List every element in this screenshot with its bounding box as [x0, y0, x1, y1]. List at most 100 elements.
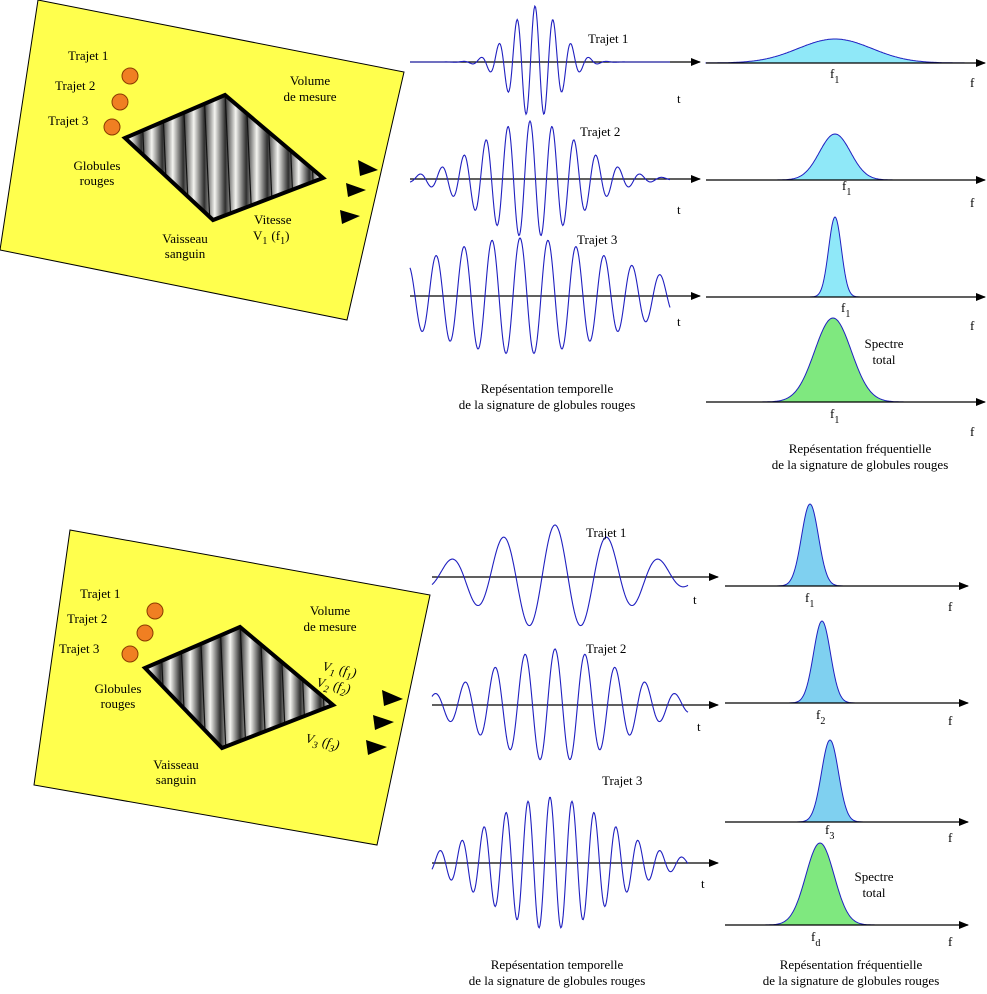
bottom-vaisseau-label-2: sanguin	[156, 772, 197, 787]
top-volume-label: Volume	[290, 73, 330, 88]
top-flow-arrow-2	[346, 183, 366, 197]
top-flow-arrow-1	[358, 160, 378, 176]
top-trace1-title: Trajet 1	[588, 31, 628, 46]
top-f-label-4: f	[970, 424, 975, 439]
bottom-trace2-title: Trajet 2	[586, 641, 626, 656]
bottom-spec2-freq: f2	[816, 707, 825, 727]
vessel-stripe-edge	[219, 627, 227, 748]
bottom-spec-1-hump	[725, 503, 948, 587]
top-cell-2	[111, 93, 129, 111]
vessel-stripe	[220, 627, 241, 748]
top-freq-caption: Repésentation fréquentielle	[789, 441, 932, 456]
bottom-t-label-2: t	[697, 719, 701, 734]
bottom-spec4-freq: fd	[811, 929, 820, 949]
top-spec-2-hump	[706, 133, 965, 181]
bottom-f-label-3: f	[948, 830, 953, 845]
top-spectra	[705, 38, 986, 406]
bottom-time-caption-2: de la signature de globules rouges	[469, 973, 646, 988]
bottom-cell-1	[146, 602, 164, 620]
bottom-time-caption: Repésentation temporelle	[491, 957, 624, 972]
top-time-traces	[409, 4, 701, 355]
top-globules-label: Globules	[74, 158, 121, 173]
bottom-velocity-1: V1(f1)	[321, 658, 358, 684]
bottom-volume-label-2: de mesure	[303, 619, 356, 634]
vessel-stripe-edge	[203, 95, 211, 220]
bottom-f-label-4: f	[948, 934, 953, 949]
bottom-flow-arrow-1	[382, 690, 403, 706]
top-trace2-title: Trajet 2	[580, 124, 620, 139]
bottom-spec-2-hump	[725, 620, 948, 704]
vessel-stripe	[183, 95, 205, 220]
top-f-label-2: f	[970, 195, 975, 210]
top-t-label-3: t	[677, 314, 681, 329]
top-spec4-freq: f1	[830, 406, 839, 426]
bottom-globules-label: Globules	[95, 681, 142, 696]
top-trajet2-label: Trajet 2	[55, 78, 95, 93]
bottom-trajet3-label: Trajet 3	[59, 641, 99, 656]
bottom-velocity-3: V3(f3)	[304, 730, 341, 756]
top-trace-3-signal	[409, 237, 671, 355]
top-f-label-1: f	[970, 75, 975, 90]
top-time-caption: Repésentation temporelle	[481, 381, 614, 396]
bottom-t-label-3: t	[701, 876, 705, 891]
top-vaisseau-label: Vaisseau	[162, 231, 208, 246]
bottom-spec-4-hump	[725, 842, 948, 926]
bottom-freq-caption: Repésentation fréquentielle	[780, 957, 923, 972]
top-spec3-freq: f1	[841, 300, 850, 320]
top-spec-3-hump	[706, 216, 965, 298]
bottom-time-traces	[431, 524, 719, 929]
bottom-trajet2-label: Trajet 2	[67, 611, 107, 626]
bottom-spec3-freq: f3	[825, 822, 834, 842]
vessel-stripe	[200, 627, 221, 748]
vessel-stripe	[240, 627, 261, 748]
top-trajet1-label: Trajet 1	[68, 48, 108, 63]
vessel-stripe-edge	[224, 95, 232, 220]
bottom-section: Trajet 1 Trajet 2 Trajet 3 Volume de mes…	[33, 503, 969, 988]
bottom-spectra	[725, 503, 969, 929]
bottom-cell-3	[121, 645, 139, 663]
top-trajet3-label: Trajet 3	[48, 113, 88, 128]
top-t-label-2: t	[677, 202, 681, 217]
top-freq-caption-2: de la signature de globules rouges	[772, 457, 949, 472]
top-spec2-freq: f1	[842, 178, 851, 198]
bottom-flow-arrow-3	[366, 740, 387, 755]
top-t-label-1: t	[677, 91, 681, 106]
bottom-t-label-1: t	[693, 592, 697, 607]
bottom-f-label-2: f	[948, 713, 953, 728]
vessel-stripe	[204, 95, 226, 220]
top-f-label-3: f	[970, 318, 975, 333]
bottom-trace3-title: Trajet 3	[602, 773, 642, 788]
top-trace-1-signal	[410, 4, 670, 116]
bottom-velocity-2: V2(f2)	[315, 674, 352, 700]
bottom-f-label-1: f	[948, 599, 953, 614]
bottom-spectre-total: Spectre	[855, 869, 894, 884]
bottom-spectre-total-2: total	[862, 885, 885, 900]
bottom-flow-arrow-2	[373, 715, 394, 730]
top-velocity-label: V1(f1)	[253, 228, 289, 247]
top-cell-1	[121, 67, 139, 85]
top-spec-1-hump	[705, 38, 966, 64]
top-spec1-freq: f1	[830, 66, 839, 86]
bottom-vaisseau-label: Vaisseau	[153, 757, 199, 772]
bottom-spec-3-hump	[725, 739, 948, 823]
top-time-caption-2: de la signature de globules rouges	[459, 397, 636, 412]
bottom-freq-caption-2: de la signature de globules rouges	[763, 973, 940, 988]
bottom-trace-2-signal	[431, 648, 689, 761]
top-spectre-total-2: total	[872, 352, 895, 367]
top-vitesse-label: Vitesse	[254, 212, 292, 227]
bottom-trace-1-signal	[431, 524, 689, 627]
bottom-trace1-title: Trajet 1	[586, 525, 626, 540]
bottom-volume-label: Volume	[310, 603, 350, 618]
top-trace-2-signal	[409, 119, 671, 237]
vessel-stripe	[225, 95, 247, 220]
bottom-trace-3-signal	[431, 796, 689, 929]
bottom-spec1-freq: f1	[805, 590, 814, 610]
vessel-stripe-edge	[239, 627, 247, 748]
top-trace3-title: Trajet 3	[577, 232, 617, 247]
top-vaisseau-label-2: sanguin	[165, 246, 206, 261]
top-flow-arrow-3	[340, 210, 360, 224]
top-section: Trajet 1 Trajet 2 Trajet 3 Volume de mes…	[0, 0, 986, 472]
top-globules-label-2: rouges	[80, 173, 115, 188]
bottom-globules-label-2: rouges	[101, 696, 136, 711]
